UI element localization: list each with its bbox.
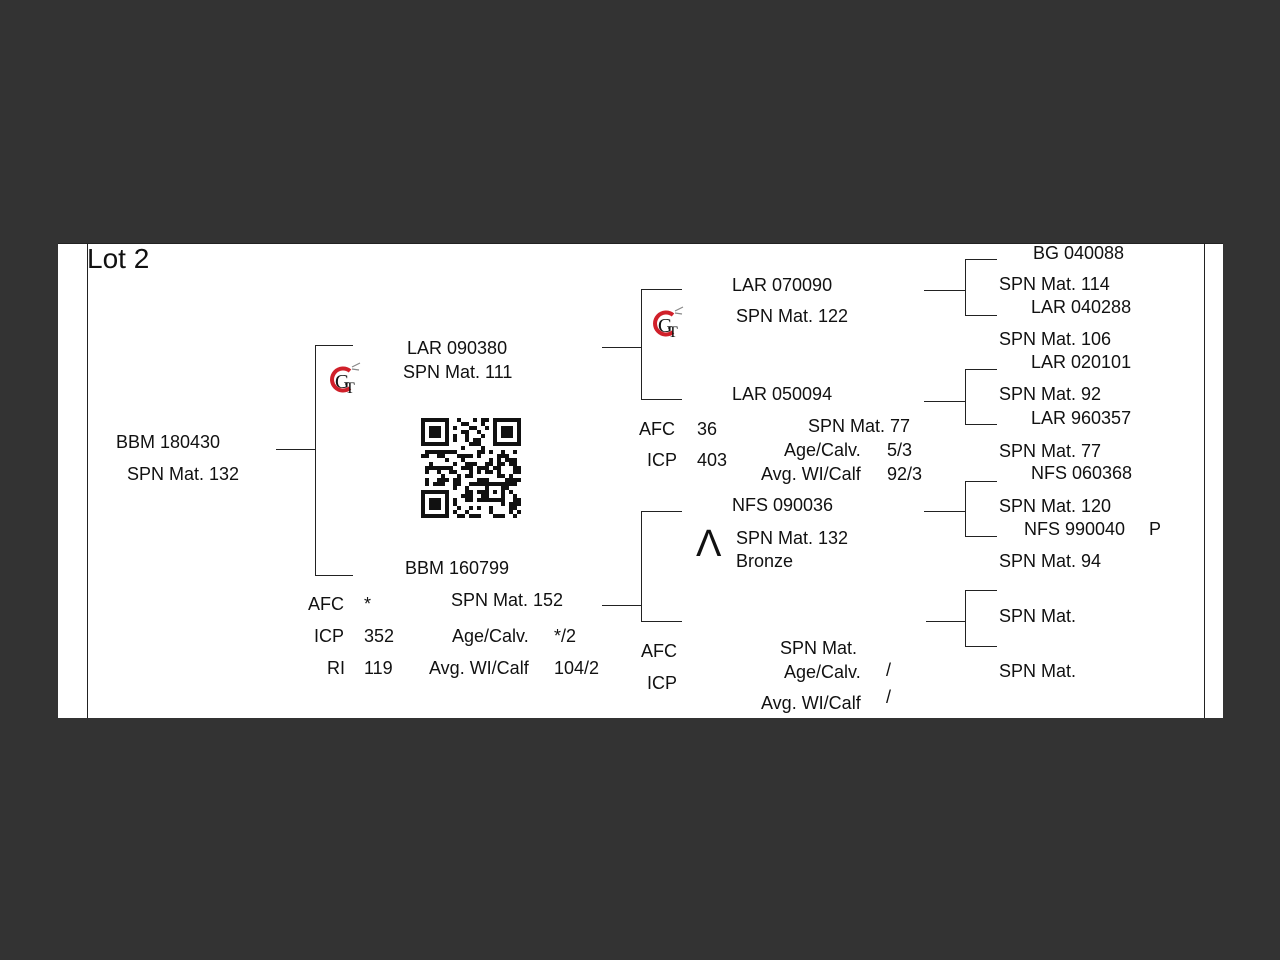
gen3-tick: [965, 646, 997, 647]
gt-logo-g: G: [658, 315, 672, 337]
gen3-tick: [965, 481, 997, 482]
subject-id: BBM 180430: [116, 432, 221, 452]
gt-logo-g: G: [335, 371, 349, 393]
ss-connector: [641, 289, 682, 290]
dss-spn: SPN Mat. 120: [999, 496, 1112, 516]
ssd-id: LAR 040288: [1031, 297, 1132, 317]
sss-id: BG 040088: [1033, 243, 1125, 263]
ds-badge: Bronze: [736, 551, 794, 571]
dd-age-label: Age/Calv.: [784, 662, 861, 682]
gen3-tick: [965, 369, 997, 370]
ds-mark: Λ: [696, 523, 722, 565]
gen1-bracket: [315, 345, 316, 575]
dam-id: BBM 160799: [405, 558, 510, 578]
gen3-bracket-4: [965, 590, 966, 646]
gt-logo-t: T: [668, 324, 678, 341]
sdd-id: LAR 960357: [1031, 408, 1132, 428]
ss-out-connector: [924, 290, 965, 291]
gen3-bracket-3: [965, 481, 966, 536]
sd-icp-label: ICP: [647, 450, 678, 470]
dam-afc-label: AFC: [308, 594, 344, 614]
top-border-line: [58, 243, 1223, 244]
right-margin-line: [1204, 243, 1205, 718]
dsd-id: NFS 990040: [1024, 519, 1126, 539]
gen3-tick: [965, 590, 997, 591]
gen3-bracket-1: [965, 259, 966, 315]
qr-code: [421, 418, 521, 518]
dam-out-connector: [602, 605, 641, 606]
dam-ri-label: RI: [327, 658, 345, 678]
dd-connector: [641, 621, 682, 622]
ddd-spn: SPN Mat.: [999, 661, 1077, 681]
dd-icp-label: ICP: [647, 673, 678, 693]
gen3-tick: [965, 424, 997, 425]
dam-icp-label: ICP: [314, 626, 345, 646]
gt-logo-icon: G T: [330, 362, 361, 397]
sd-wi-label: Avg. WI/Calf: [761, 464, 861, 484]
sss-spn: SPN Mat. 114: [999, 274, 1110, 294]
gen3-tick: [965, 259, 997, 260]
gt-logo-icon: G T: [653, 306, 684, 341]
ssd-spn: SPN Mat. 106: [999, 329, 1112, 349]
subject-connector: [276, 449, 315, 450]
sdd-spn: SPN Mat. 77: [999, 441, 1102, 461]
sire-id: LAR 090380: [407, 338, 508, 358]
sd-wi: 92/3: [887, 464, 923, 484]
ds-id: NFS 090036: [732, 495, 834, 515]
dam-age: */2: [554, 626, 577, 646]
ds-spn: SPN Mat. 132: [736, 528, 849, 548]
sd-id: LAR 050094: [732, 384, 833, 404]
dsd-flag: P: [1149, 519, 1162, 539]
lot-title: Lot 2: [87, 243, 150, 274]
sds-spn: SPN Mat. 92: [999, 384, 1102, 404]
sd-afc-label: AFC: [639, 419, 675, 439]
dam-wi: 104/2: [554, 658, 600, 678]
subject-spn: SPN Mat. 132: [127, 464, 240, 484]
dd-spn: SPN Mat.: [780, 638, 858, 658]
dsd-spn: SPN Mat. 94: [999, 551, 1102, 571]
sd-age-label: Age/Calv.: [784, 440, 861, 460]
sire-connector: [315, 345, 353, 346]
dam-ri: 119: [364, 658, 393, 678]
dd-wi: /: [886, 687, 892, 707]
ss-id: LAR 070090: [732, 275, 833, 295]
pedigree-sheet: Lot 2 BBM 180430 SPN Mat. 132 G T LAR 09…: [58, 243, 1223, 718]
dd-age: /: [886, 660, 892, 680]
dds-spn: SPN Mat.: [999, 606, 1077, 626]
gt-logo-t: T: [345, 380, 355, 397]
ss-spn: SPN Mat. 122: [736, 306, 849, 326]
dam-spn: SPN Mat. 152: [451, 590, 564, 610]
dam-connector: [315, 575, 353, 576]
gen3-tick: [965, 536, 997, 537]
dam-age-label: Age/Calv.: [452, 626, 529, 646]
ds-out-connector: [924, 511, 965, 512]
sire-spn: SPN Mat. 111: [403, 362, 513, 382]
gen2-upper-bracket: [641, 289, 642, 399]
sd-spn: SPN Mat. 77: [808, 416, 911, 436]
dss-id: NFS 060368: [1031, 463, 1133, 483]
dd-wi-label: Avg. WI/Calf: [761, 693, 861, 713]
dam-icp: 352: [364, 626, 395, 646]
sd-age: 5/3: [887, 440, 913, 460]
sd-out-connector: [924, 401, 965, 402]
ds-connector: [641, 511, 682, 512]
gen2-lower-bracket: [641, 511, 642, 621]
dd-out-connector: [926, 621, 965, 622]
sd-connector: [641, 399, 682, 400]
dd-afc-label: AFC: [641, 641, 677, 661]
dam-wi-label: Avg. WI/Calf: [429, 658, 529, 678]
sire-out-connector: [602, 347, 641, 348]
sd-afc: 36: [697, 419, 718, 439]
dam-afc: *: [364, 594, 372, 614]
sds-id: LAR 020101: [1031, 352, 1132, 372]
gen3-bracket-2: [965, 369, 966, 424]
sd-icp: 403: [697, 450, 728, 470]
gen3-tick: [965, 315, 997, 316]
left-margin-line: [87, 243, 88, 718]
